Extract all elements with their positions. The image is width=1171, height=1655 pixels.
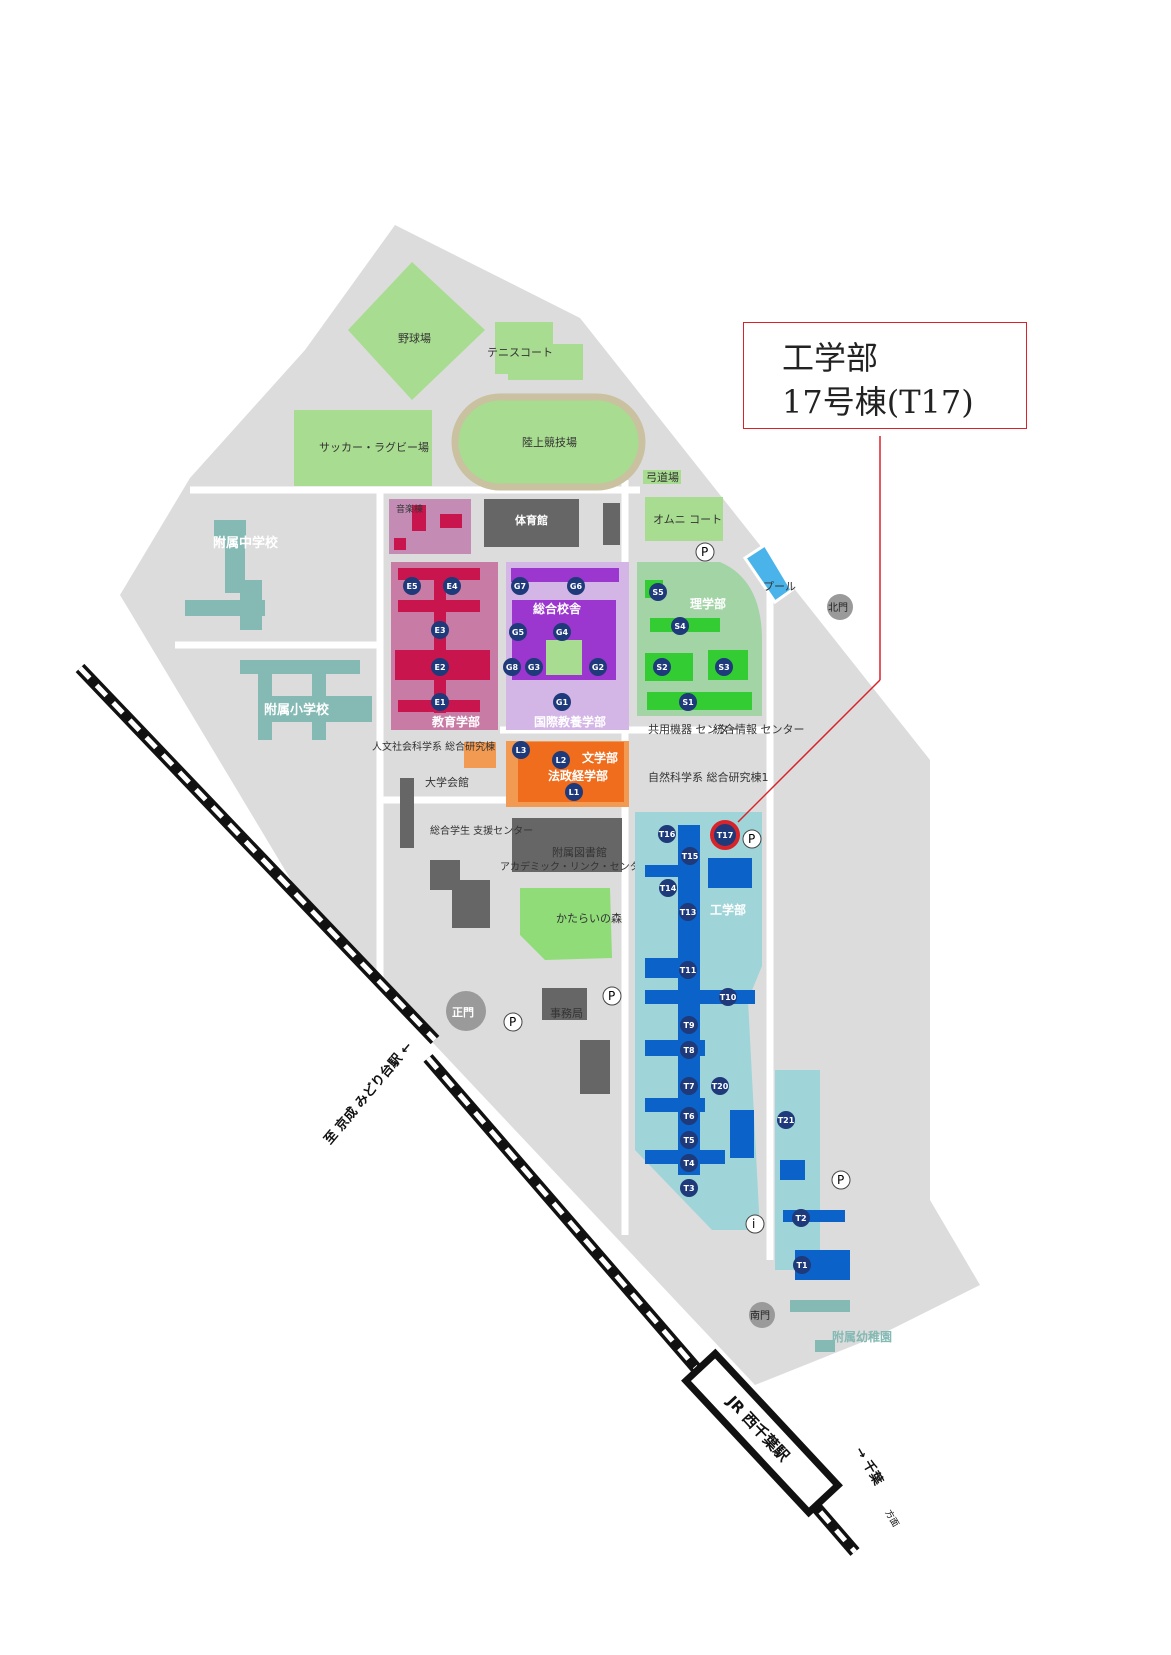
engineering-label: 工学部: [710, 902, 746, 917]
info-center-label: 統合情報 センター: [713, 722, 805, 736]
humanities-research-building: [464, 742, 496, 768]
admin-buildings: [542, 988, 610, 1094]
attached-es-label: 附属小学校: [264, 702, 330, 718]
parking-label: P: [701, 545, 708, 559]
library-label: 附属図書館: [552, 845, 607, 859]
baseball-label: 野球場: [398, 331, 431, 345]
callout-leader-diagonal: [737, 679, 881, 823]
gym-label: 体育館: [515, 513, 548, 527]
parking-label: P: [509, 1015, 516, 1029]
north-gate-marker[interactable]: [827, 594, 853, 620]
humanities-research-label: 人文社会科学系 総合研究棟: [372, 740, 495, 753]
natural-research-label: 自然科学系 総合研究棟1: [648, 770, 769, 784]
student-hall-buildings: [400, 778, 622, 928]
info-icon: i: [745, 1214, 765, 1234]
tennis-label: テニスコート: [487, 346, 553, 359]
north-gate-label: 北門: [828, 602, 848, 614]
music-label: 音楽棟: [396, 503, 423, 515]
south-gate-marker[interactable]: [749, 1302, 775, 1328]
parking-markers: P P P P P: [503, 542, 851, 1190]
kyudo-label: 弓道場: [646, 470, 679, 484]
attached-jhs-buildings: [185, 520, 265, 630]
science-buildings: [645, 580, 752, 710]
soccer-field: [294, 410, 432, 486]
admin-label: 事務局: [550, 1006, 583, 1020]
gym-building: [484, 499, 620, 547]
main-gate-label: 正門: [452, 1006, 474, 1019]
parking-label: P: [608, 989, 615, 1003]
education-label: 教育学部: [431, 714, 480, 729]
law-econ-label: 法政経学部: [548, 768, 608, 783]
t17-highlight[interactable]: [710, 820, 740, 850]
to-keisei-label: 至 京成 みどり台駅 ←: [321, 1039, 416, 1148]
pool: [742, 542, 795, 605]
attached-jhs-label: 附属中学校: [213, 535, 279, 551]
track-label: 陸上競技場: [522, 435, 577, 449]
running-track: [451, 393, 646, 491]
south-gate-label: 南門: [750, 1309, 770, 1322]
academic-link-label: アカデミック・リンク・センター: [500, 860, 650, 873]
parking-label: P: [748, 832, 755, 846]
international-label: 国際教養学部: [534, 714, 606, 729]
forest-label: かたらいの森: [556, 911, 622, 925]
student-hall-label: 大学会館: [425, 775, 469, 789]
kindergarten-buildings: [790, 1300, 850, 1352]
general-label: 総合校舎: [533, 601, 582, 616]
kyudo-field: [643, 470, 681, 484]
attached-es-buildings: [240, 660, 372, 740]
shared-equipment-label: 共用機器 センター: [648, 722, 740, 736]
kindergarten-label: 附属幼稚園: [832, 1329, 892, 1344]
jr-station[interactable]: JR 西千葉駅: [681, 1348, 843, 1518]
main-gate-marker[interactable]: [446, 991, 486, 1031]
omni-label: オムニ コート: [653, 513, 722, 526]
parking-label: P: [837, 1173, 844, 1187]
callout-line-1: 工学部: [782, 339, 879, 377]
student-support-label: 総合学生 支援センター: [430, 824, 533, 837]
pool-label: プール: [763, 580, 796, 593]
to-chiba-label: → 千葉: [852, 1444, 887, 1489]
letters-label: 文学部: [582, 750, 618, 765]
tennis-courts: [495, 322, 583, 380]
svg-text:i: i: [752, 1217, 755, 1231]
music-buildings: [394, 505, 462, 550]
omni-court: [645, 497, 723, 541]
soccer-label: サッカー・ラグビー場: [319, 440, 429, 454]
science-label: 理学部: [690, 596, 726, 611]
direction-label: 方面: [882, 1508, 901, 1530]
baseball-field: [348, 262, 485, 400]
forest-area: [520, 888, 612, 960]
callout-box: 工学部 17号棟(T17): [743, 322, 1027, 429]
general-courtyard: [546, 640, 582, 675]
callout-line-2: 17号棟(T17): [782, 383, 974, 421]
